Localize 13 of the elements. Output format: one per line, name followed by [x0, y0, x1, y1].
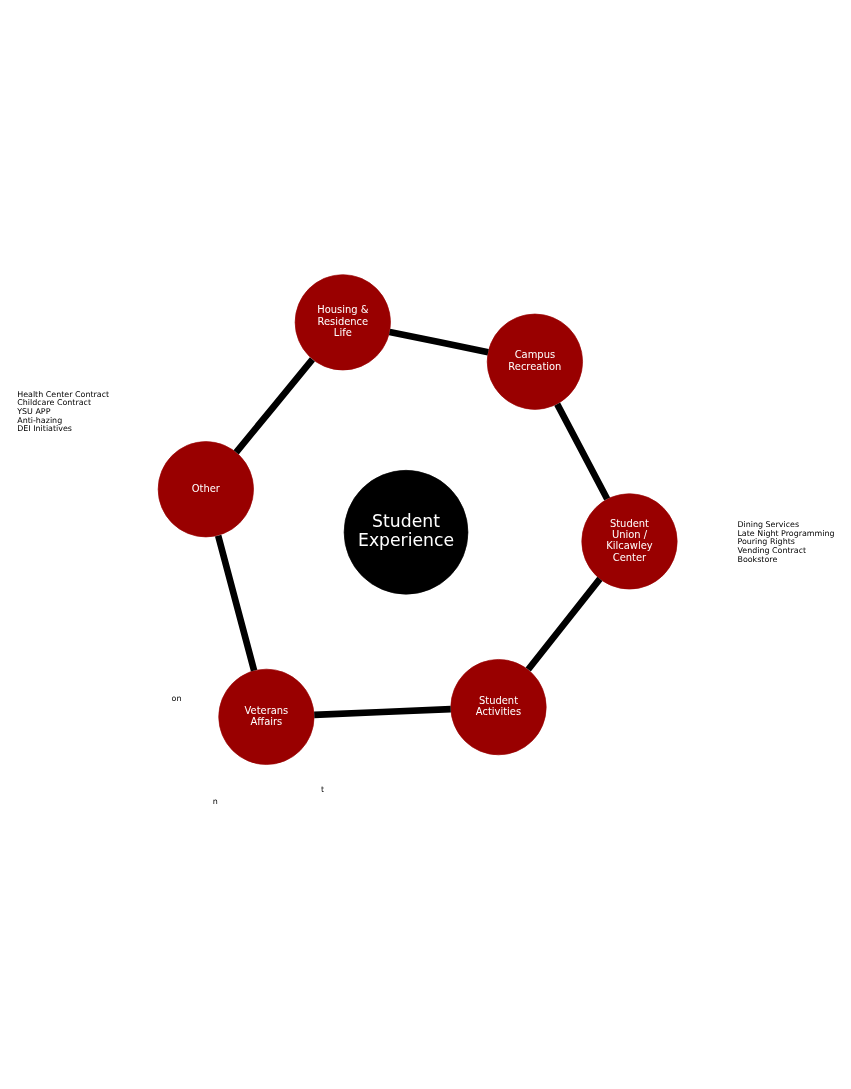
- connector: [214, 534, 257, 672]
- node-circle: Student Union / Kilcawley Center: [580, 493, 677, 590]
- node-circle: Veterans Affairs: [217, 668, 314, 765]
- node-circle: Campus Recreation: [486, 313, 583, 410]
- node-circle: Student Activities: [450, 659, 547, 756]
- connector: [313, 705, 451, 719]
- node-circle: Other: [157, 441, 254, 538]
- connector: [553, 402, 610, 501]
- node-circle: Housing & Residence Life: [294, 274, 391, 371]
- connector: [233, 357, 315, 455]
- connector: [388, 328, 489, 356]
- node-circle: Student Experience: [343, 470, 468, 595]
- connector: [525, 576, 602, 672]
